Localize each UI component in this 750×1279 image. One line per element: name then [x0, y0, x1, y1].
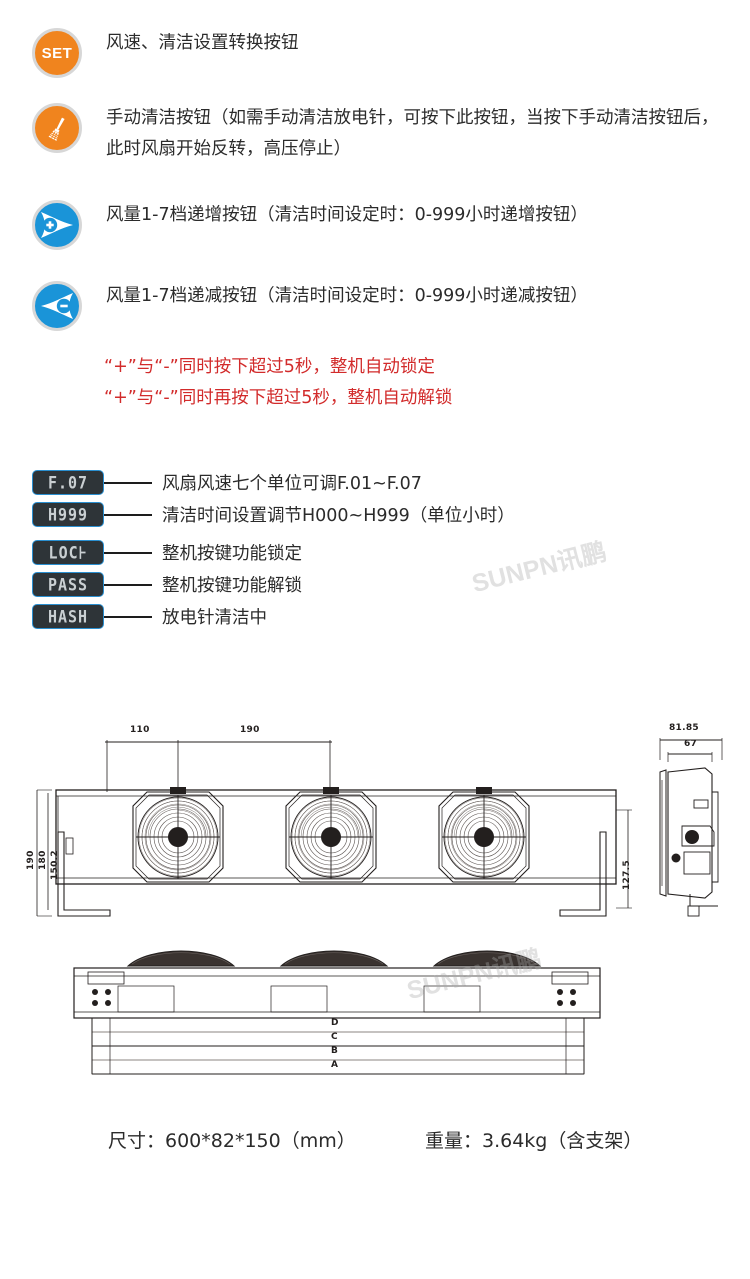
led-display-f07: F.07	[32, 470, 104, 495]
plus-arrow-right-icon[interactable]	[32, 200, 82, 250]
leader-line	[104, 481, 152, 484]
leader-line	[104, 583, 152, 586]
led-desc-clean-time: 清洁时间设置调节H000~H999（单位小时）	[162, 506, 515, 526]
plan-label-c: C	[331, 1032, 338, 1042]
brush-button-icon[interactable]	[32, 103, 82, 153]
led-row-clean-time: H999 清洁时间设置调节H000~H999（单位小时）	[32, 502, 515, 527]
plan-label-d: D	[331, 1018, 339, 1028]
led-desc-hash: 放电针清洁中	[162, 608, 267, 628]
led-display-h999: H999	[32, 502, 104, 527]
spec-size: 尺寸：600*82*150（mm）	[108, 1130, 356, 1152]
leader-line	[104, 615, 152, 618]
legend-row-manual-clean-text: 手动清洁按钮（如需手动清洁放电针，可按下此按钮，当按下手动清洁按钮后， 此时风扇…	[106, 108, 719, 159]
dim-side-81-85: 81.85	[669, 723, 699, 733]
dim-front-left-180: 180	[38, 850, 48, 870]
plus-right-glyph-icon	[41, 212, 73, 238]
leader-line	[104, 551, 152, 554]
set-button-icon[interactable]: SET	[32, 28, 82, 78]
unlock-note: “+”与“-”同时再按下超过5秒，整机自动解锁	[104, 388, 453, 408]
spec-weight: 重量：3.64kg（含支架）	[425, 1130, 643, 1152]
legend-row-set-text: 风速、清洁设置转换按钮	[106, 33, 299, 53]
led-desc-lock: 整机按键功能锁定	[162, 544, 302, 564]
legend-row-decrease-text: 风量1-7档递减按钮（清洁时间设定时：0-999小时递减按钮）	[106, 286, 588, 306]
led-row-fan-speed: F.07 风扇风速七个单位可调F.01~F.07	[32, 470, 515, 495]
led-display-lock: LOC⊦	[32, 540, 104, 565]
dim-side-67: 67	[684, 739, 698, 749]
led-display-hash: HASH	[32, 604, 104, 629]
lock-note: “+”与“-”同时按下超过5秒，整机自动锁定	[104, 357, 435, 377]
dim-front-top-190: 190	[240, 725, 260, 735]
led-code-list: F.07 风扇风速七个单位可调F.01~F.07 H999 清洁时间设置调节H0…	[32, 470, 515, 636]
led-desc-pass: 整机按键功能解锁	[162, 576, 302, 596]
plan-label-a: A	[331, 1060, 339, 1070]
plan-label-b: B	[331, 1046, 339, 1056]
legend-row-manual-clean: 手动清洁按钮（如需手动清洁放电针，可按下此按钮，当按下手动清洁按钮后， 此时风扇…	[32, 103, 719, 165]
legend-row-decrease: 风量1-7档递减按钮（清洁时间设定时：0-999小时递减按钮）	[32, 281, 588, 331]
product-dimension-drawing: 110 190 190 180 150.2 127.5 81.85 67 D C…	[0, 700, 750, 1120]
dim-front-left-190: 190	[26, 850, 36, 870]
lock-unlock-notes: “+”与“-”同时按下超过5秒，整机自动锁定 “+”与“-”同时再按下超过5秒，…	[104, 352, 452, 414]
led-desc-fan-speed: 风扇风速七个单位可调F.01~F.07	[162, 474, 422, 494]
minus-arrow-left-icon[interactable]	[32, 281, 82, 331]
leader-line	[104, 513, 152, 516]
led-display-pass: PASS	[32, 572, 104, 597]
legend-row-set: SET 风速、清洁设置转换按钮	[32, 28, 299, 78]
brush-glyph-icon	[48, 117, 65, 141]
legend-row-increase-text: 风量1-7档递增按钮（清洁时间设定时：0-999小时递增按钮）	[106, 205, 588, 225]
legend-row-increase: 风量1-7档递增按钮（清洁时间设定时：0-999小时递增按钮）	[32, 200, 588, 250]
minus-left-glyph-icon	[41, 293, 73, 319]
plan-view	[73, 950, 601, 1075]
led-row-pass: PASS 整机按键功能解锁	[32, 572, 515, 597]
led-row-lock: LOC⊦ 整机按键功能锁定	[32, 540, 515, 565]
dimension-drawing-svg	[36, 738, 723, 1075]
dim-front-right-127-5: 127.5	[622, 860, 632, 890]
dim-front-top-110: 110	[130, 725, 150, 735]
dim-front-left-150-2: 150.2	[50, 850, 60, 880]
led-row-hash: HASH 放电针清洁中	[32, 604, 515, 629]
